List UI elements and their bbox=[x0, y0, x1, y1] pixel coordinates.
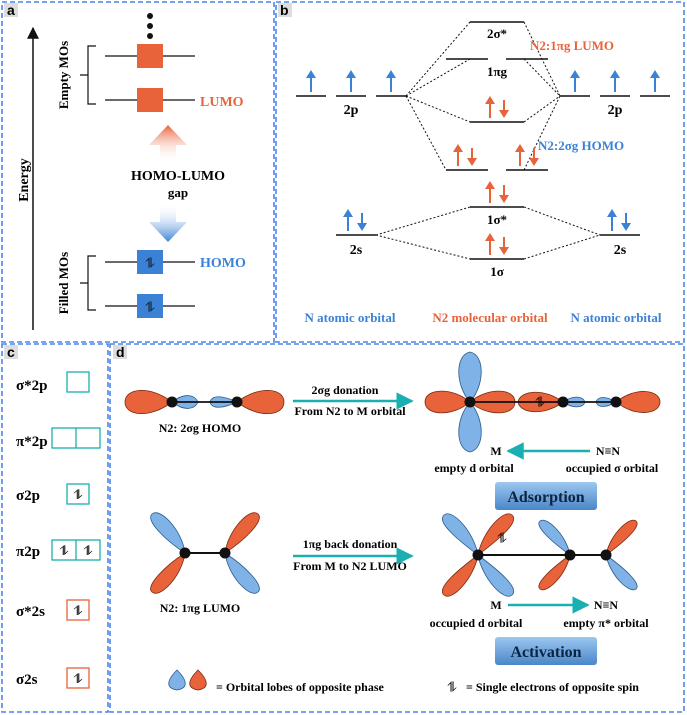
lumo-callout: N2:1πg LUMO bbox=[530, 38, 614, 53]
mo-1piu-electrons bbox=[453, 144, 539, 166]
gap-label-line1: HOMO-LUMO bbox=[131, 169, 225, 184]
panel-d-letter: d bbox=[116, 344, 125, 360]
adsorption-complex: ⥮ bbox=[424, 351, 661, 453]
homo-label: HOMO bbox=[200, 256, 246, 271]
donation-line1: 2σg donation bbox=[312, 383, 379, 397]
panel-b-border bbox=[275, 1, 685, 343]
footer-left: N atomic orbital bbox=[305, 310, 396, 325]
empty-mo-box bbox=[137, 44, 163, 68]
back-line1: 1πg back donation bbox=[303, 537, 398, 551]
empty-pi-label: empty π* orbital bbox=[563, 616, 649, 630]
ao-2p-right-label: 2p bbox=[608, 103, 623, 118]
svg-text:⥮: ⥮ bbox=[73, 671, 82, 686]
mo-1s-star-electrons bbox=[485, 181, 509, 203]
lumo-box bbox=[137, 88, 163, 112]
m-label2: M bbox=[490, 598, 501, 612]
c-row-label: σ2s bbox=[16, 672, 38, 688]
occupied-d-label: occupied d orbital bbox=[430, 616, 523, 630]
panel-c-border bbox=[1, 343, 109, 713]
c-box-s2s-star bbox=[66, 599, 90, 621]
occupied-sigma-label: occupied σ orbital bbox=[566, 461, 659, 475]
ao-2p-right-electrons bbox=[570, 70, 660, 92]
filled-mo-box bbox=[137, 294, 163, 318]
ao-2s-left-label: 2s bbox=[350, 243, 363, 258]
footer-right: N atomic orbital bbox=[571, 310, 662, 325]
empty-d-label: empty d orbital bbox=[434, 461, 514, 475]
legend-spin-icon: ⥮ bbox=[447, 681, 457, 696]
energy-axis-label: Energy bbox=[17, 158, 32, 202]
mo-1s-label: 1σ bbox=[490, 264, 504, 279]
n2-homo-orbital bbox=[124, 389, 285, 415]
panel-c: c σ*2p π*2p σ2p π2p σ*2s σ2s ⥮ ⥮ ⥮ ⥮ ⥮ bbox=[4, 344, 101, 689]
c-row-label: σ2p bbox=[16, 488, 40, 504]
filled-mos-label: Filled MOs bbox=[56, 252, 71, 314]
m-label: M bbox=[490, 444, 501, 458]
gap-label-line2: gap bbox=[168, 185, 188, 200]
ao-2s-right-electrons bbox=[607, 209, 631, 231]
svg-text:⥮: ⥮ bbox=[73, 487, 82, 502]
adsorption-badge bbox=[495, 482, 597, 510]
correlation-lines bbox=[375, 21, 601, 260]
nn-label2: N≡N bbox=[594, 598, 619, 612]
svg-text:⥮: ⥮ bbox=[497, 532, 507, 547]
panel-c-letter: c bbox=[7, 344, 15, 360]
legend-lobes-icon bbox=[168, 669, 207, 691]
panel-a-border bbox=[1, 1, 275, 343]
gap-up-arrow bbox=[149, 125, 187, 162]
more-levels-dot bbox=[147, 23, 153, 29]
mo-1s-star-label: 1σ* bbox=[487, 212, 507, 227]
mo-2s-star-label: 2σ* bbox=[487, 26, 507, 41]
c-box-s2p bbox=[66, 483, 90, 505]
homo-caption: N2: 2σg HOMO bbox=[159, 421, 242, 435]
filled-spin-glyph: ⥮ bbox=[145, 301, 155, 316]
homo-box bbox=[137, 250, 163, 274]
ao-2p-left-electrons bbox=[306, 70, 396, 92]
svg-text:⥮: ⥮ bbox=[73, 603, 82, 618]
activation-text: Activation bbox=[510, 644, 581, 661]
panel-a-letter: a bbox=[7, 2, 15, 18]
back-line2: From M to N2 LUMO bbox=[293, 559, 407, 573]
empty-mos-label: Empty MOs bbox=[56, 41, 71, 109]
c-row-label: σ*2s bbox=[16, 604, 45, 620]
footer-mid: N2 molecular orbital bbox=[432, 310, 548, 325]
legend-lobes-text: = Orbital lobes of opposite phase bbox=[216, 680, 385, 694]
ao-2p-left-label: 2p bbox=[344, 103, 359, 118]
activation-badge bbox=[495, 637, 597, 665]
lumo-label: LUMO bbox=[200, 95, 244, 110]
adsorption-text: Adsorption bbox=[507, 489, 584, 506]
panel-b-letter: b bbox=[280, 2, 289, 18]
panel-b: b 2p bbox=[278, 2, 670, 325]
mo-1pig-label: 1πg bbox=[487, 64, 508, 79]
mo-1s-electrons bbox=[485, 233, 509, 255]
panel-d: d N2: 2σg HOMO 2σg donation From N2 to M… bbox=[113, 344, 661, 696]
gap-down-arrow bbox=[149, 203, 187, 242]
c-row-label: π2p bbox=[16, 544, 40, 560]
n2-lumo-orbital bbox=[150, 512, 260, 594]
panel-d-border bbox=[109, 343, 685, 713]
c-row-label: π*2p bbox=[16, 434, 48, 450]
more-levels-dot bbox=[147, 33, 153, 39]
svg-text:⥮: ⥮ bbox=[535, 396, 545, 411]
activation-complex: ⥮ bbox=[442, 513, 638, 597]
ao-2s-right-label: 2s bbox=[614, 243, 627, 258]
nn-label: N≡N bbox=[596, 444, 621, 458]
c-box-s2s bbox=[66, 667, 90, 689]
mo-3sg-electrons bbox=[485, 96, 509, 118]
svg-text:⥮: ⥮ bbox=[83, 543, 92, 558]
svg-text:⥮: ⥮ bbox=[59, 543, 68, 558]
legend-spin-text: = Single electrons of opposite spin bbox=[466, 680, 639, 694]
homo-callout: N2:2σg HOMO bbox=[538, 138, 624, 153]
c-box-s2p-star bbox=[66, 371, 90, 393]
panel-a: a Energy LUMO Empty MOs HOMO-LUMO gap ⥮ … bbox=[4, 2, 246, 330]
c-row-label: σ*2p bbox=[16, 378, 48, 394]
more-levels-dot bbox=[147, 13, 153, 19]
donation-line2: From N2 to M orbital bbox=[294, 404, 406, 418]
homo-spin-glyph: ⥮ bbox=[145, 257, 155, 272]
lumo-caption: N2: 1πg LUMO bbox=[160, 601, 241, 615]
ao-2s-left-electrons bbox=[343, 209, 367, 231]
